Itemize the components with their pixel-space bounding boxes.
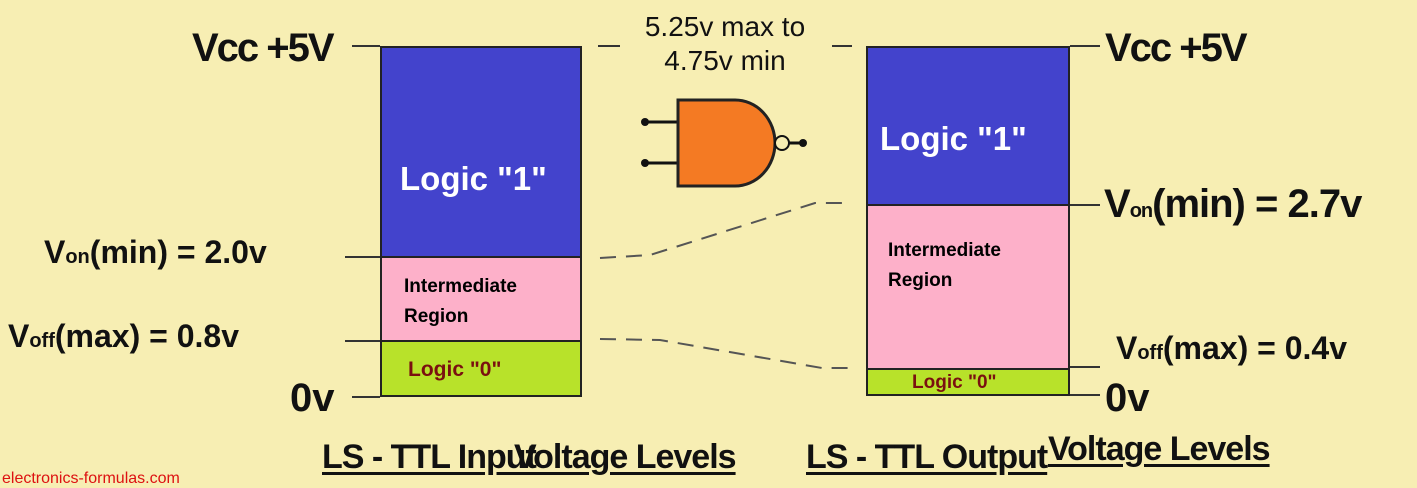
right-title-part2: Voltage Levels xyxy=(1048,430,1271,468)
supply-line2: 4.75v min xyxy=(664,45,786,76)
left-zero-label: 0v xyxy=(290,376,335,420)
site-credit: electronics-formulas.com xyxy=(2,470,180,487)
left-logic1-region: Logic "1" xyxy=(380,46,582,258)
left-intermediate-line2: Region xyxy=(404,306,469,327)
left-voff-label: Voff(max) = 0.8v xyxy=(8,318,239,354)
right-logic1-region: Logic "1" xyxy=(866,46,1070,206)
right-logic0-label: Logic "0" xyxy=(912,372,997,393)
left-intermediate-line1: Intermediate xyxy=(404,276,517,297)
right-title-part1: LS - TTL Output xyxy=(806,438,1048,476)
right-intermediate-region: Intermediate Region xyxy=(866,204,1070,370)
right-logic1-label: Logic "1" xyxy=(880,120,1027,157)
left-logic0-label: Logic "0" xyxy=(408,358,502,381)
left-intermediate-region: Intermediate Region xyxy=(380,256,582,342)
left-title-part2: Voltage Levels xyxy=(514,438,737,476)
right-vcc-label: Vcc +5V xyxy=(1105,26,1248,70)
left-vcc-label: Vcc +5V xyxy=(192,26,335,70)
right-logic0-region: Logic "0" xyxy=(866,368,1070,396)
left-title-part1: LS - TTL Input xyxy=(322,438,537,476)
supply-line1: 5.25v max to xyxy=(644,11,806,42)
nand-gate-icon xyxy=(641,98,807,188)
right-intermediate-line1: Intermediate xyxy=(888,240,1001,261)
left-von-label: Von(min) = 2.0v xyxy=(44,234,267,270)
right-zero-label: 0v xyxy=(1105,376,1150,420)
right-intermediate-line2: Region xyxy=(888,270,953,291)
left-logic1-label: Logic "1" xyxy=(400,160,547,197)
left-logic0-region: Logic "0" xyxy=(380,340,582,397)
right-von-label: Von(min) = 2.7v xyxy=(1104,182,1362,226)
supply-range-text: 5.25v max to 4.75v min xyxy=(620,10,830,78)
right-voff-label: Voff(max) = 0.4v xyxy=(1116,330,1347,366)
